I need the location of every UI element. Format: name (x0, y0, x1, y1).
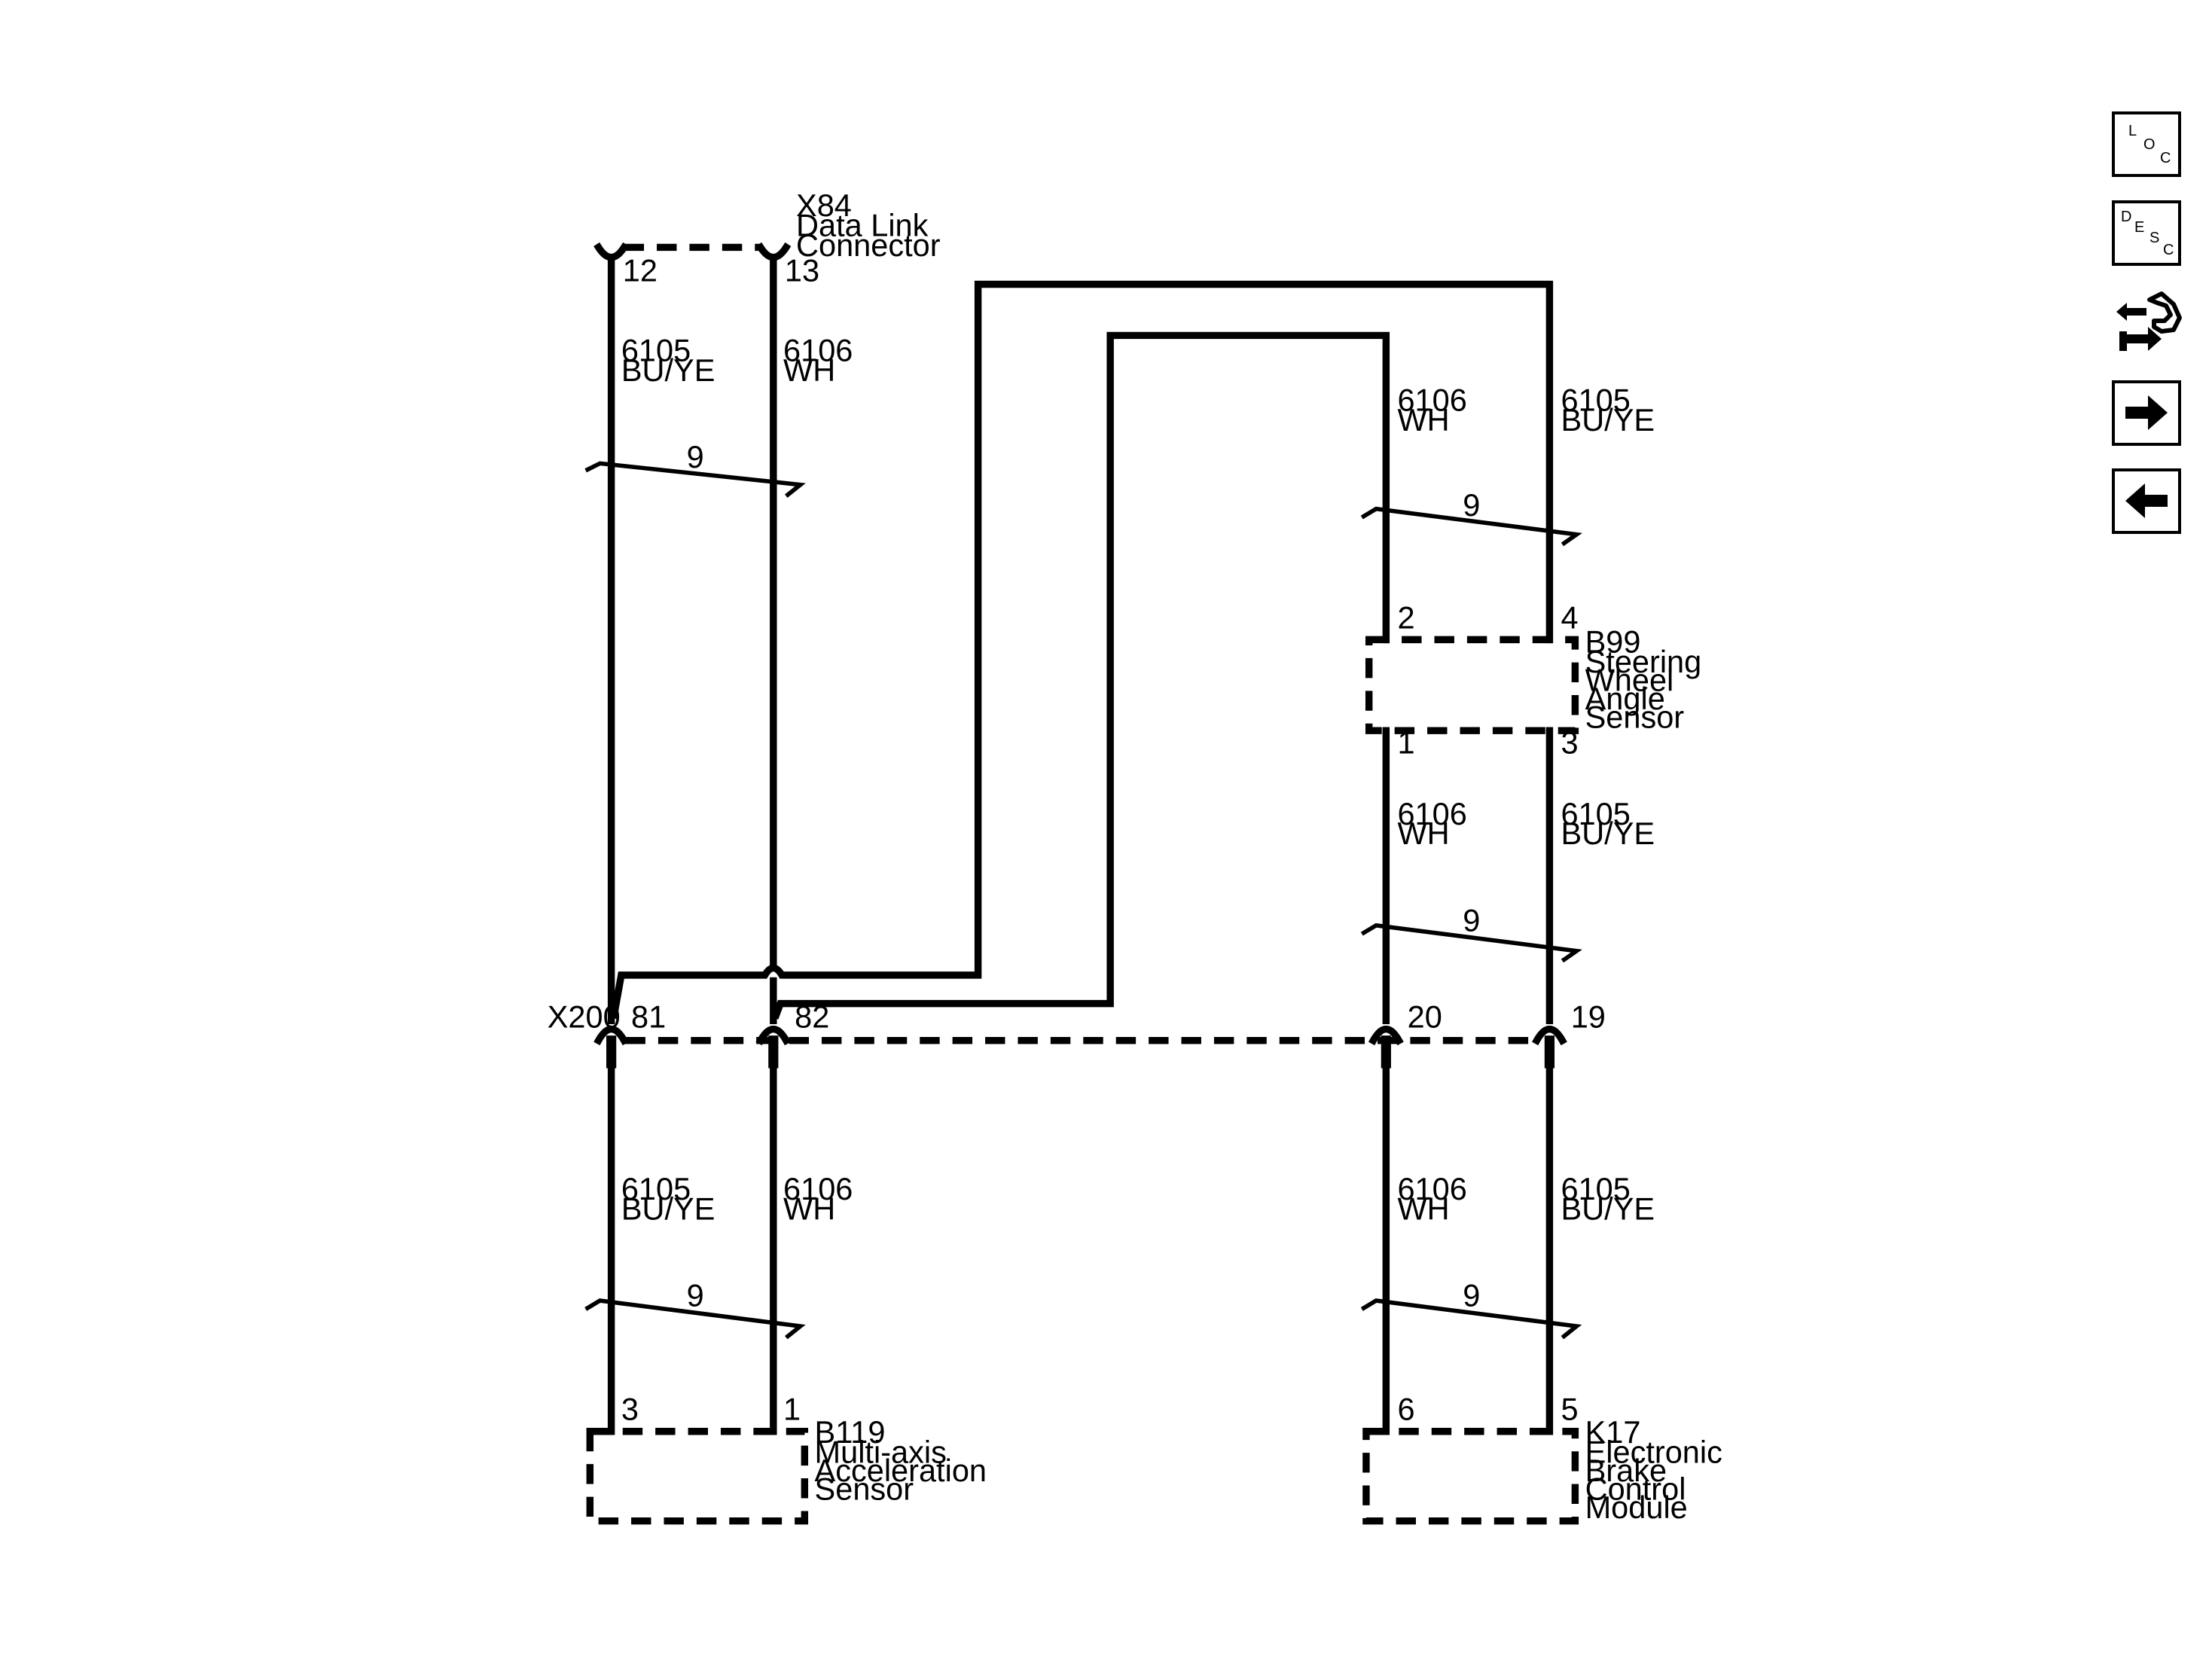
k17-body-dashed (1362, 1428, 1579, 1525)
b119-id: B119 (815, 1414, 886, 1450)
b119-name-line2: Acceleration (815, 1453, 987, 1488)
twist-count: 9 (687, 439, 704, 474)
x200-pin-label-19: 19 (1571, 999, 1606, 1035)
k17-pin-label-6: 6 (1397, 1392, 1414, 1427)
k17-pin-label-5: 5 (1561, 1392, 1579, 1427)
wire-color-label: WH (1397, 402, 1449, 438)
x200-pin-81-terminal (593, 1025, 630, 1046)
b99-pin-label-3: 3 (1561, 724, 1579, 760)
wire-circuit-label: 6105 (621, 332, 691, 367)
wire-circuit-label: 6106 (1397, 1171, 1466, 1206)
wire-6105-x200-b99[interactable] (609, 280, 1554, 1020)
wire-color-label: BU/YE (1561, 816, 1655, 851)
wire-color-label: BU/YE (1561, 1191, 1655, 1227)
wire-color-label: BU/YE (621, 352, 715, 388)
b99-pin-label-2: 2 (1397, 599, 1414, 635)
k17-name-line1: Electronic (1585, 1434, 1722, 1469)
wire-color-label: BU/YE (621, 1191, 715, 1227)
b99-name-line4: Sensor (1585, 699, 1685, 734)
wire-circuit-label: 6106 (783, 332, 853, 367)
x84-pin-label-13: 13 (785, 253, 819, 288)
loc-icon-letter-l: L (2128, 123, 2137, 139)
twisted-pair-marker (1360, 1298, 1582, 1340)
wire-color-label: BU/YE (1561, 402, 1655, 438)
wire-group-x200-b99-routing: 6106 WH 6105 BU/YE 9 (609, 280, 1655, 1020)
connector-swap-button[interactable] (2112, 285, 2184, 357)
k17-name-line2: Brake (1585, 1453, 1667, 1488)
wire-6106-x200-b99[interactable] (771, 331, 1390, 1020)
b119-name-line1: Multi-axis (815, 1434, 947, 1469)
twist-count: 9 (1463, 1278, 1480, 1313)
x200-pin-label-82: 82 (795, 999, 829, 1035)
loc-button[interactable]: L O C (2112, 111, 2181, 177)
x84-name-line2: Connector (796, 227, 941, 263)
b99-name-line3: Angle (1585, 681, 1665, 716)
wire-circuit-label: 6105 (1561, 383, 1631, 418)
x200-id: X200 (548, 999, 621, 1035)
twist-count: 9 (1463, 487, 1480, 523)
loc-icon-letter-o: O (2143, 136, 2156, 153)
b99-name-line2: Wheel (1585, 662, 1674, 697)
twisted-pair-marker (1360, 506, 1582, 547)
x200-pin-label-20: 20 (1408, 999, 1442, 1035)
arrow-right-icon (2125, 395, 2168, 430)
wire-circuit-label: 6105 (621, 1171, 691, 1206)
b99-id: B99 (1585, 624, 1641, 659)
wire-color-label: WH (1397, 1191, 1449, 1227)
desc-icon-letter-e: E (2134, 219, 2145, 236)
x200-pin-label-81: 81 (631, 999, 666, 1035)
wire-group-x200-b119: 6105 BU/YE 6106 WH 9 (584, 1060, 853, 1435)
desc-icon-letter-s: S (2149, 230, 2160, 246)
wire-circuit-label: 6105 (1561, 1171, 1631, 1206)
b119-name-line3: Sensor (815, 1471, 914, 1506)
x200-pin-19-terminal (1531, 1025, 1567, 1046)
twist-count: 9 (1463, 902, 1480, 938)
x200-pin-20-terminal (1368, 1025, 1404, 1046)
b99-pin-label-4: 4 (1561, 599, 1579, 635)
wire-group-b99-x200: 6106 WH 6105 BU/YE 9 (1360, 727, 1655, 1024)
k17-name-line3: Control (1585, 1471, 1686, 1506)
component-b119[interactable]: 3 1 B119 Multi-axis Acceleration Sensor (586, 1392, 987, 1525)
wire-circuit-label: 6106 (1397, 383, 1466, 418)
wire-circuit-label: 6106 (1397, 796, 1466, 831)
b119-pin-label-1: 1 (783, 1392, 801, 1427)
arrow-left-icon (2125, 483, 2168, 518)
twist-count: 9 (687, 1278, 704, 1313)
connector-x200[interactable]: X200 81 82 20 19 (548, 999, 1606, 1069)
wire-circuit-label: 6105 (1561, 796, 1631, 831)
b119-body-dashed (586, 1428, 809, 1525)
loc-icon-letter-c: C (2160, 150, 2171, 166)
connector-swap-icon (2116, 291, 2182, 351)
next-page-button[interactable] (2112, 380, 2181, 446)
component-b99[interactable]: 2 4 1 3 B99 Steering Wheel Angle Sensor (1365, 599, 1702, 760)
wire-color-label: WH (783, 1191, 835, 1227)
x84-name-line1: Data Link (796, 207, 929, 242)
wire-color-label: WH (1397, 816, 1449, 851)
b99-pin-label-1: 1 (1397, 724, 1414, 760)
b119-pin-label-3: 3 (621, 1392, 639, 1427)
x200-pin-82-terminal (755, 1025, 792, 1046)
wire-group-x200-k17: 6106 WH 6105 BU/YE 9 (1360, 1060, 1655, 1435)
wire-color-label: WH (783, 352, 835, 388)
connector-x84[interactable]: X84 Data Link Connector 12 13 (593, 188, 941, 288)
wire-circuit-label: 6106 (783, 1171, 853, 1206)
component-k17[interactable]: 6 5 K17 Electronic Brake Control Module (1362, 1392, 1722, 1525)
twisted-pair-marker (584, 461, 806, 498)
desc-icon-letter-d: D (2121, 209, 2132, 225)
desc-icon-letter-c: C (2163, 242, 2174, 258)
k17-id: K17 (1585, 1414, 1641, 1450)
x84-pin-label-12: 12 (623, 253, 657, 288)
previous-page-button[interactable] (2112, 468, 2181, 534)
k17-name-line4: Module (1585, 1490, 1688, 1525)
b99-name-line1: Steering (1585, 644, 1702, 679)
wire-group-x84-x200: 6105 BU/YE 6106 WH 9 (584, 255, 853, 1024)
x84-id: X84 (796, 188, 852, 223)
desc-button[interactable]: D E S C (2112, 200, 2181, 266)
twisted-pair-marker (1360, 923, 1582, 963)
twisted-pair-marker (584, 1298, 806, 1340)
b99-body-dashed (1365, 636, 1579, 734)
